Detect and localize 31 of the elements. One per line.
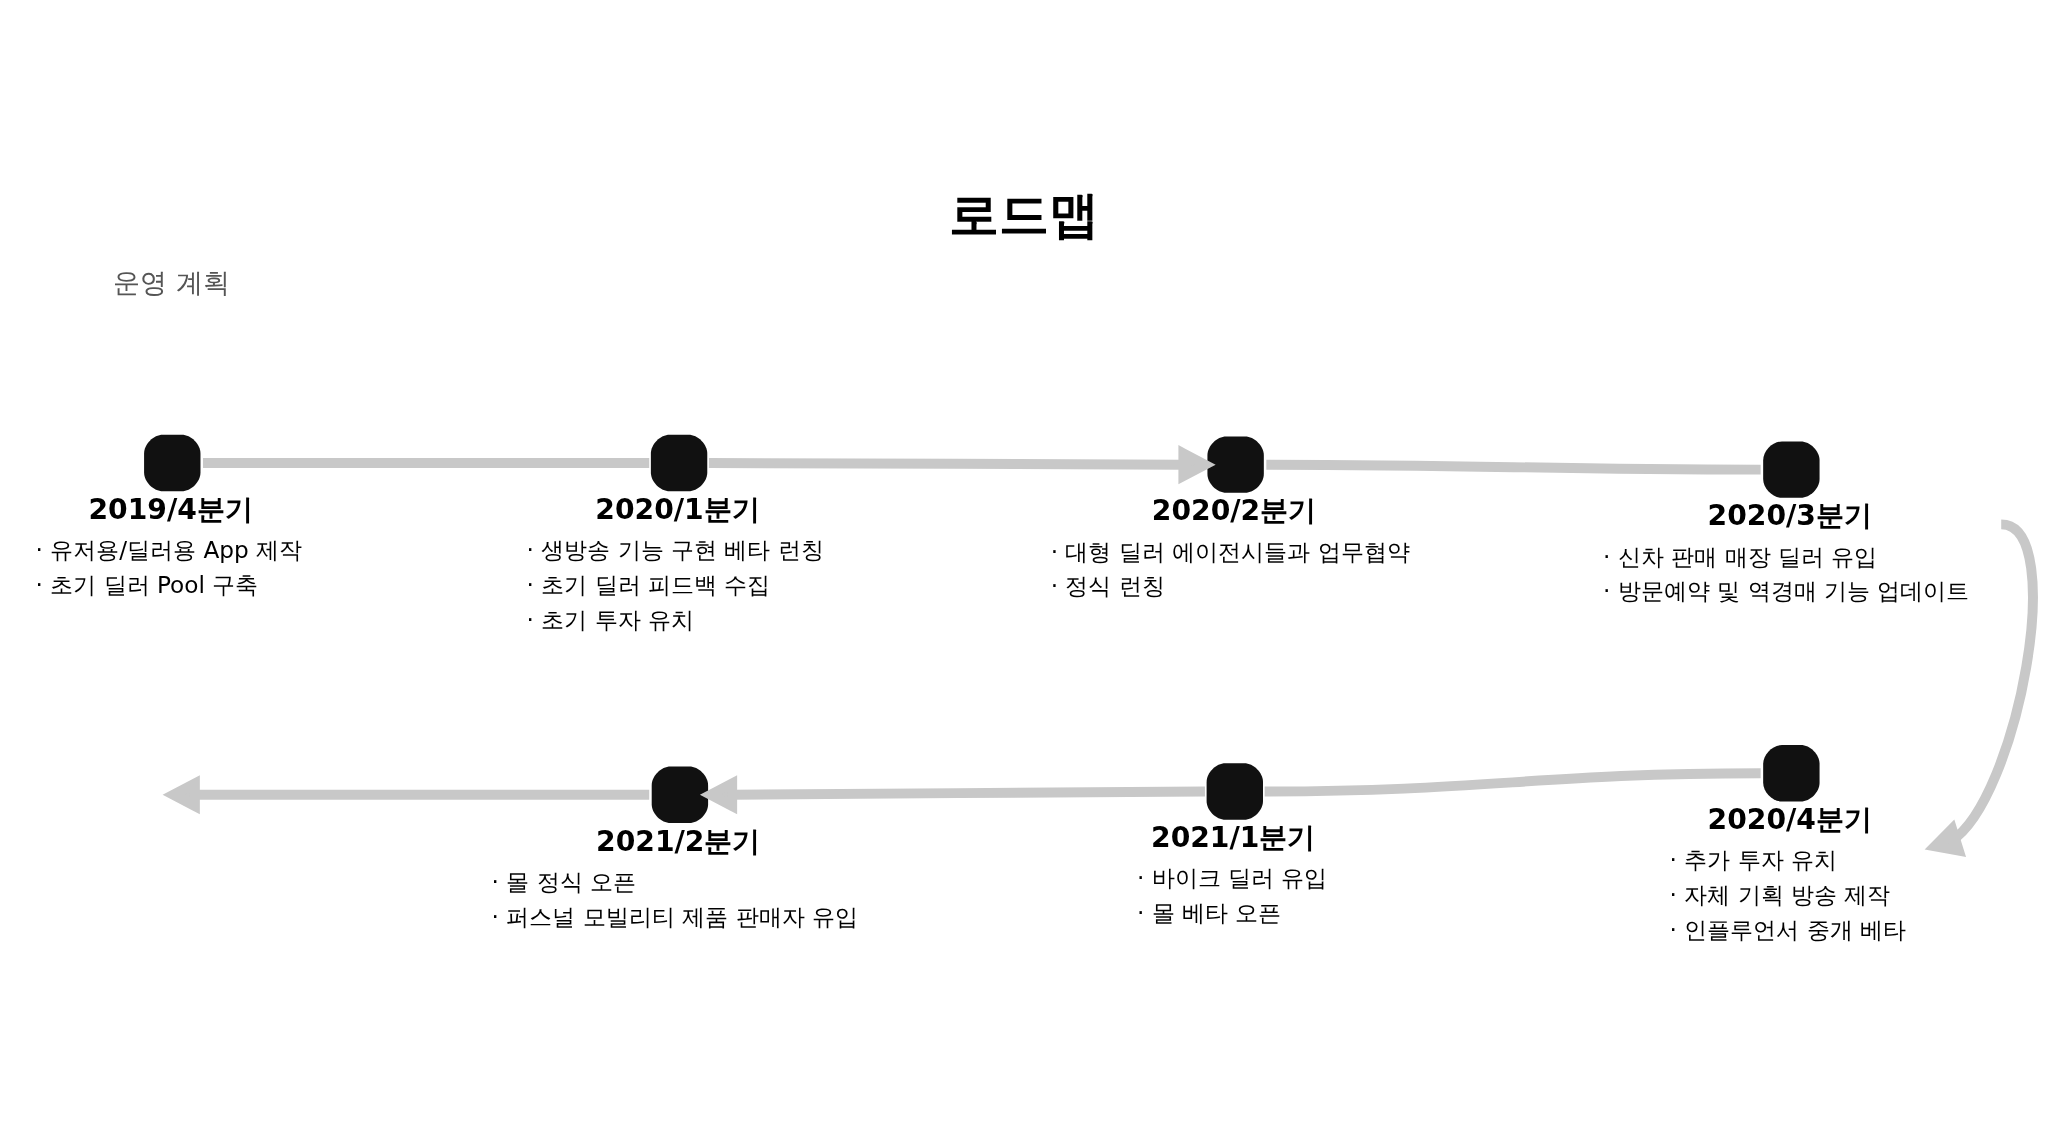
node-label: · 대형 딜러 에이전시들과 업무협약 [1050,537,1410,565]
node-label: · 초기 딜러 Pool 구축 [35,570,259,598]
arrow [699,774,1205,814]
node-label: 2019/4분기 [88,492,253,526]
node-label: 2021/2분기 [596,824,761,858]
node-label: 2021/1분기 [1151,820,1316,854]
connector [202,457,650,468]
arrow [708,444,1216,484]
node-label: 2020/4분기 [1707,802,1872,836]
node-label: 2020/3분기 [1707,498,1872,532]
node-label: · 초기 투자 유치 [526,605,694,633]
connector [1266,459,1761,475]
node-label: 2020/1분기 [595,492,760,526]
node-label: · 추가 투자 유치 [1669,845,1837,873]
arrow [162,774,650,814]
label: 운영 계획 [113,266,230,298]
node-label: · 유저용/딜러용 App 제작 [35,535,303,563]
node-label: · 정식 런칭 [1050,571,1165,599]
node-label: · 퍼스널 모빌리티 제품 판매자 유입 [491,902,858,930]
node-label: · 몰 정식 오픈 [491,867,637,895]
node-label: · 방문예약 및 역경매 기능 업데이트 [1603,576,1970,604]
node-label: 2020/2분기 [1151,493,1317,527]
node-label: · 초기 딜러 피드백 수집 [526,570,771,598]
node-label: · 인플루언서 중개 베타 [1669,915,1906,943]
diagram-title: 로드맵 [948,185,1099,244]
node-label: · 신차 판매 매장 딜러 유입 [1603,542,1878,570]
node-label: · 자체 기획 방송 제작 [1669,880,1891,908]
node-label: · 바이크 딜러 유입 [1136,863,1328,891]
node-label: · 생방송 기능 구현 베타 런칭 [526,535,824,563]
connector [1264,767,1761,796]
node-label: · 몰 베타 오픈 [1136,898,1282,926]
